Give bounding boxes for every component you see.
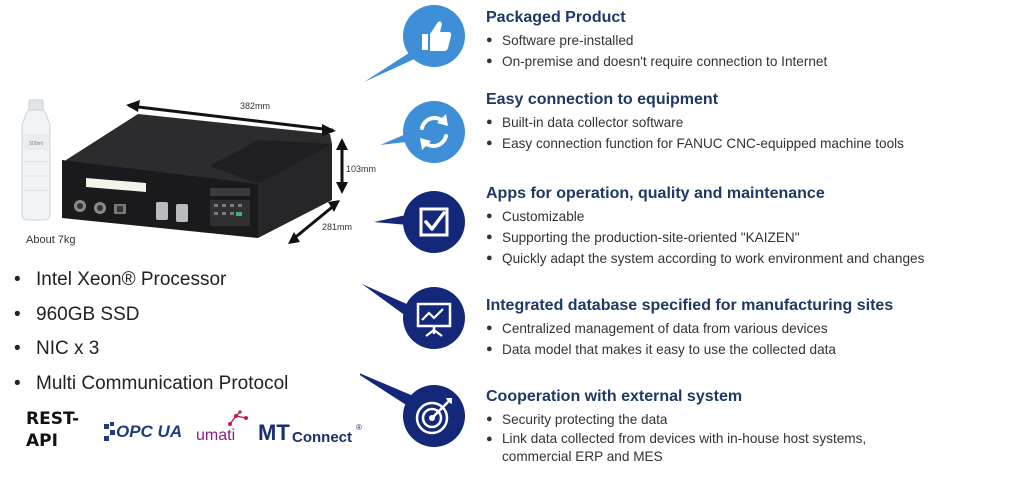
presentation-chart-icon — [403, 287, 465, 349]
spec-item: •Multi Communication Protocol — [14, 372, 289, 394]
depth-dimension-label: 281mm — [322, 222, 353, 232]
width-dimension-label: 382mm — [240, 101, 271, 111]
feature-external-system: Cooperation with external system Securit… — [486, 387, 986, 466]
umati-logo: umati — [196, 410, 248, 444]
target-icon — [403, 385, 465, 447]
feature-bullet: Software pre-installed — [486, 30, 827, 51]
feature-title: Easy connection to equipment — [486, 91, 719, 108]
thumbs-up-icon — [403, 5, 465, 67]
svg-text:umati: umati — [196, 427, 235, 444]
svg-text:MT: MT — [258, 420, 290, 445]
spec-list: •Intel Xeon® Processor •960GB SSD •NIC x… — [14, 266, 288, 404]
feature-title: Cooperation with external system — [486, 388, 743, 405]
feature-bullet: Built-in data collector software — [486, 112, 904, 133]
feature-integrated-database: Integrated database specified for manufa… — [486, 296, 893, 360]
svg-text:Connect: Connect — [292, 429, 352, 446]
feature-easy-connection: Easy connection to equipment Built-in da… — [486, 90, 904, 154]
feature-bullet: Link data collected from devices with in… — [486, 430, 932, 466]
mtconnect-logo: MT Connect ® — [258, 420, 362, 446]
feature-title: Apps for operation, quality and maintena… — [486, 185, 825, 202]
water-bottle-image: 500ml — [21, 99, 51, 221]
feature-bullet: Supporting the production-site-oriented … — [486, 227, 924, 248]
feature-apps: Apps for operation, quality and maintena… — [486, 184, 924, 269]
refresh-icon — [403, 101, 465, 163]
feature-packaged-product: Packaged Product Software pre-installed … — [486, 8, 827, 72]
feature-bullet: Centralized management of data from vari… — [486, 318, 893, 339]
feature-title: Integrated database specified for manufa… — [486, 297, 894, 314]
weight-label: About 7kg — [26, 234, 76, 246]
svg-text:OPC UA: OPC UA — [116, 422, 182, 441]
feature-title: Packaged Product — [486, 9, 626, 26]
feature-bullet: Quickly adapt the system according to wo… — [486, 248, 924, 269]
spec-item: •960GB SSD — [14, 303, 140, 325]
rest-api-logo: REST- API — [26, 409, 80, 451]
checkbox-icon — [403, 191, 465, 253]
svg-text:®: ® — [356, 423, 362, 432]
feature-bullet: Security protecting the data — [486, 409, 986, 430]
opc-ua-logo: OPC UA — [104, 422, 182, 441]
height-dimension-label: 103mm — [346, 164, 377, 174]
feature-bullet: On-premise and doesn't require connectio… — [486, 51, 827, 72]
spec-item: •Intel Xeon® Processor — [14, 269, 227, 290]
spec-item: •NIC x 3 — [14, 338, 100, 359]
edge-server-device-image — [62, 100, 348, 244]
feature-bullet: Customizable — [486, 206, 924, 227]
feature-bullet: Easy connection function for FANUC CNC-e… — [486, 133, 904, 154]
bottle-label: 500ml — [29, 141, 43, 147]
feature-bullet: Data model that makes it easy to use the… — [486, 339, 893, 360]
